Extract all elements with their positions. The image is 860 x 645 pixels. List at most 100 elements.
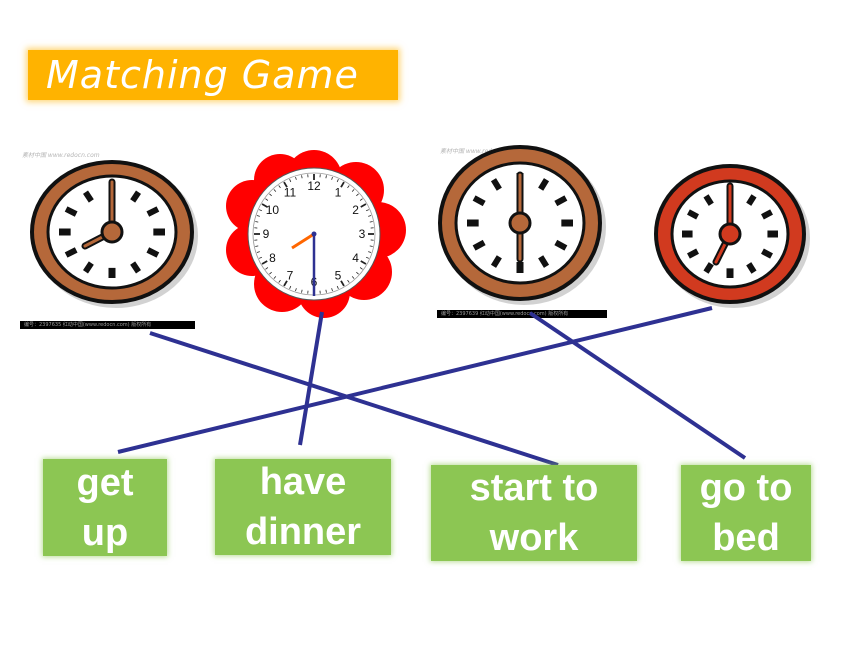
card-start-to-work[interactable]: start to work xyxy=(431,465,637,561)
hour-tick xyxy=(472,239,486,251)
minute-tick xyxy=(360,260,367,265)
dial-number: 1 xyxy=(335,185,342,199)
minute-tick xyxy=(351,189,355,192)
dial-number: 2 xyxy=(352,203,359,217)
minute-tick xyxy=(265,267,269,270)
card-have-dinner[interactable]: have dinner xyxy=(215,459,391,555)
watermark-top-1: 素材中国 www.redocn.com xyxy=(22,152,100,159)
card-label-line: dinner xyxy=(244,511,362,553)
minute-tick xyxy=(273,189,277,192)
minute-tick xyxy=(261,203,268,208)
minute-tick xyxy=(365,256,369,259)
minute-tick xyxy=(340,280,345,287)
minute-tick xyxy=(283,181,288,188)
hour-tick xyxy=(746,194,757,206)
card-label-line: up xyxy=(81,511,129,554)
minute-tick xyxy=(359,267,363,270)
card-go-to-bed[interactable]: go to bed xyxy=(681,465,811,561)
hour-tick xyxy=(472,195,486,207)
minute-tick xyxy=(261,260,268,265)
hour-tick xyxy=(130,261,141,274)
minute-tick xyxy=(269,193,272,197)
hour-tick xyxy=(703,262,714,274)
minute-tick xyxy=(369,245,373,247)
hour-tick xyxy=(64,206,78,217)
minute-tick xyxy=(369,221,373,223)
minute-tick xyxy=(365,209,369,212)
clock-eight-oclock[interactable] xyxy=(30,160,202,308)
hour-tick xyxy=(703,194,714,206)
card-label-line: start to xyxy=(469,467,599,509)
minute-tick xyxy=(340,181,345,188)
dial-number: 7 xyxy=(287,269,294,283)
hour-tick xyxy=(761,209,773,220)
dial-number: 12 xyxy=(307,179,321,193)
minute-tick xyxy=(359,198,363,201)
minute-tick xyxy=(356,271,359,275)
minute-tick xyxy=(331,288,333,292)
minute-tick xyxy=(301,175,303,179)
match-line-six-to-bed xyxy=(528,311,747,460)
hour-tick xyxy=(538,255,550,268)
match-line-seven-thirty-to-dinner xyxy=(298,311,324,446)
minute-tick xyxy=(256,215,260,217)
hour-tick xyxy=(83,261,94,274)
dial-number: 9 xyxy=(263,227,270,241)
minute-tick xyxy=(325,289,327,293)
card-label-line: get xyxy=(76,461,134,504)
hour-tick xyxy=(146,247,160,258)
clock-half-past-seven[interactable]: 121234567891011 xyxy=(226,150,406,318)
minute-tick xyxy=(368,215,372,217)
clock-seven-oclock[interactable] xyxy=(652,160,812,310)
minute-tick xyxy=(283,280,288,287)
hour-tick xyxy=(130,190,141,203)
hour-tick xyxy=(490,255,502,268)
match-line-eight-to-start-work xyxy=(149,331,559,467)
hour-tick xyxy=(746,262,757,274)
hour-tick xyxy=(554,239,568,251)
card-label-line: bed xyxy=(712,517,780,559)
hour-tick xyxy=(554,195,568,207)
watermark-top-2: 素材中国 www.redocn.com xyxy=(440,148,518,155)
card-label-line: go to xyxy=(699,467,793,509)
minute-tick xyxy=(351,276,355,279)
minute-tick xyxy=(278,279,281,283)
minute-tick xyxy=(265,198,269,201)
dial-number: 10 xyxy=(266,203,280,217)
minute-tick xyxy=(255,245,259,247)
dial-number: 3 xyxy=(359,227,366,241)
hour-tick xyxy=(64,247,78,258)
minute-tick xyxy=(347,185,350,189)
clock-six-oclock[interactable] xyxy=(436,145,608,307)
minute-tick xyxy=(301,289,303,293)
hour-tick xyxy=(761,248,773,259)
minute-tick xyxy=(259,256,263,259)
dial-number: 8 xyxy=(269,251,276,265)
title-banner: Matching Game xyxy=(28,50,398,100)
minute-tick xyxy=(295,176,297,180)
minute-tick xyxy=(347,279,350,283)
minute-tick xyxy=(336,285,339,289)
minute-tick xyxy=(360,203,367,208)
hour-tick xyxy=(538,178,550,191)
watermark-bottom-2: 编号：2397639 红动中国(www.redocn.com) 版权所有 xyxy=(437,310,607,318)
hour-tick xyxy=(146,206,160,217)
minute-tick xyxy=(356,193,359,197)
minute-tick xyxy=(368,251,372,253)
hour-tick xyxy=(687,209,699,220)
card-get-up[interactable]: get up xyxy=(43,459,167,556)
minute-tick xyxy=(259,209,263,212)
minute-tick xyxy=(325,175,327,179)
dial-number: 5 xyxy=(335,269,342,283)
watermark-bottom-1: 编号：2397635 红动中国(www.redocn.com) 版权所有 xyxy=(20,321,195,329)
card-label-line: work xyxy=(489,517,579,559)
hour-tick xyxy=(83,190,94,203)
minute-tick xyxy=(273,276,277,279)
card-label-line: have xyxy=(259,461,347,503)
minute-tick xyxy=(255,221,259,223)
match-line-seven-to-get-up xyxy=(117,306,713,454)
minute-tick xyxy=(336,179,339,183)
game-title: Matching Game xyxy=(46,53,359,97)
minute-tick xyxy=(256,251,260,253)
